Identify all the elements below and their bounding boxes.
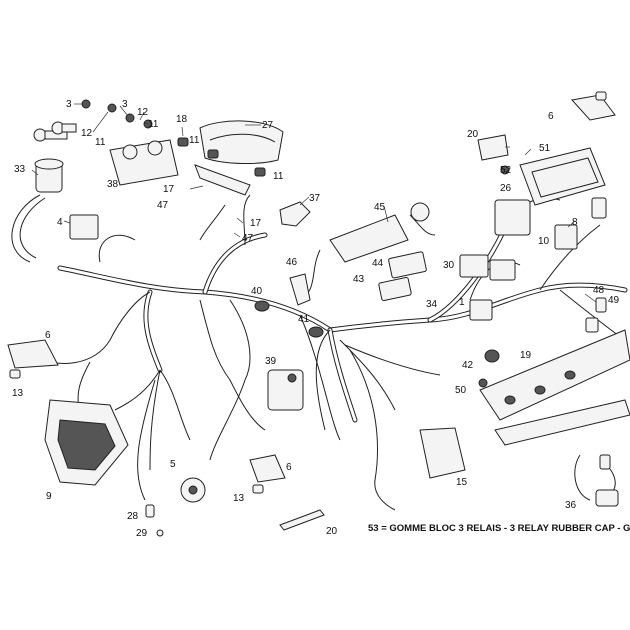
parts-footnote: 53 = GOMME BLOC 3 RELAIS - 3 RELAY RUBBE… — [368, 523, 630, 534]
fuse-box-39 — [267, 369, 304, 411]
grommet-41 — [308, 326, 324, 338]
callout-label: 20 — [326, 526, 338, 537]
callout-label: 11 — [189, 135, 200, 146]
rear-sensor-36 — [595, 454, 619, 507]
callout-label: 51 — [539, 143, 551, 154]
callout-label: 46 — [286, 257, 298, 268]
bracket-46 — [289, 273, 311, 306]
callout-label: 1 — [459, 297, 465, 308]
callout-label: 10 — [538, 236, 550, 247]
callout-label: 12 — [81, 128, 93, 139]
callout-label: 45 — [374, 202, 386, 213]
callout-label: 44 — [372, 258, 384, 269]
handlebar-clamp-38 — [81, 99, 179, 186]
callout-label: 42 — [462, 360, 474, 371]
ecu-26 — [500, 147, 606, 206]
callout-label: 28 — [127, 511, 139, 522]
bracket-37 — [279, 201, 311, 227]
callout-labels: 3 12 11 3 12 11 38 33 18 27 11 11 17 47 … — [12, 99, 620, 539]
ignition-coil-45 — [329, 202, 430, 263]
cable-tie-20 — [279, 509, 325, 531]
callout-label: 27 — [262, 120, 274, 131]
callout-label: 11 — [273, 171, 284, 182]
sensor-28-29 — [145, 504, 164, 537]
relay-4 — [69, 214, 99, 240]
callout-label: 34 — [426, 299, 438, 310]
callout-label: 3 — [66, 99, 72, 110]
turn-signal-front-left — [7, 339, 59, 379]
callout-label: 3 — [122, 99, 128, 110]
callout-label: 52 — [500, 165, 512, 176]
ignition-keys — [33, 121, 77, 142]
callout-label: 43 — [353, 274, 365, 285]
callout-label: 11 — [148, 119, 159, 130]
callout-label: 48 — [593, 285, 605, 296]
callout-label: 29 — [136, 528, 148, 539]
grommet-40 — [254, 300, 270, 312]
callout-label: 8 — [572, 217, 578, 228]
ignition-lock — [34, 158, 64, 193]
callout-label: 6 — [286, 462, 292, 473]
relay-43 — [378, 276, 412, 302]
callout-label: 26 — [500, 183, 512, 194]
relay-44 — [388, 251, 427, 279]
headlight-9 — [44, 399, 129, 486]
callout-label: 37 — [309, 193, 321, 204]
relay-8-10 — [554, 197, 607, 250]
leader-lines — [31, 103, 597, 303]
callout-label: 13 — [233, 493, 245, 504]
horn-5 — [180, 477, 206, 503]
turn-signal-front-right — [249, 454, 286, 494]
part-48-49 — [585, 297, 607, 333]
callout-label: 6 — [45, 330, 51, 341]
callout-label: 5 — [170, 459, 176, 470]
callout-label: 4 — [57, 217, 63, 228]
callout-label: 47 — [157, 200, 169, 211]
callout-label: 38 — [107, 179, 119, 190]
callout-label: 40 — [251, 286, 263, 297]
grommet-42 — [484, 349, 500, 363]
callout-label: 18 — [176, 114, 188, 125]
rear-subframe — [479, 329, 630, 446]
branch-wires — [11, 194, 626, 511]
callout-label: 50 — [455, 385, 467, 396]
callout-label: 49 — [608, 295, 620, 306]
callout-label: 15 — [456, 477, 468, 488]
callout-label: 20 — [467, 129, 479, 140]
bolt-50 — [478, 378, 488, 388]
callout-label: 9 — [46, 491, 52, 502]
callout-label: 11 — [95, 137, 106, 148]
instrument-cluster-27 — [177, 120, 284, 196]
callout-label: 41 — [298, 314, 310, 325]
connector-1 — [469, 299, 493, 321]
callout-label: 19 — [520, 350, 532, 361]
control-unit-15 — [419, 427, 466, 479]
relay-block — [459, 199, 531, 281]
cover-20 — [477, 134, 509, 161]
callout-label: 17 — [250, 218, 262, 229]
callout-label: 47 — [242, 233, 254, 244]
callout-label: 39 — [265, 356, 277, 367]
callout-label: 17 — [163, 184, 175, 195]
callout-label: 33 — [14, 164, 26, 175]
turn-signal-rear-6 — [571, 91, 616, 121]
callout-label: 36 — [565, 500, 577, 511]
callout-label: 6 — [548, 111, 554, 122]
callout-label: 30 — [443, 260, 455, 271]
callout-label: 13 — [12, 388, 24, 399]
callout-label: 12 — [137, 107, 149, 118]
